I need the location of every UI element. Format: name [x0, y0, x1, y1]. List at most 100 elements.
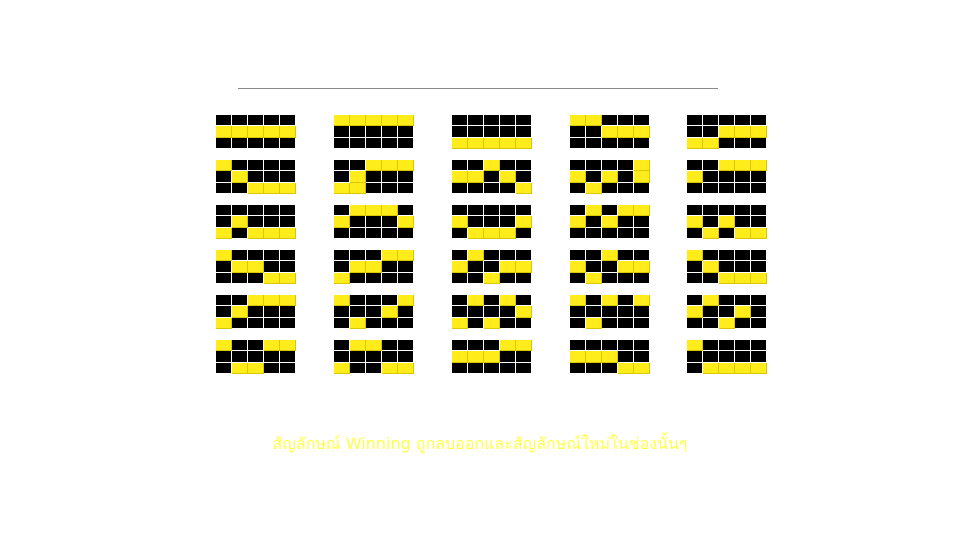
pattern-cell: [216, 115, 232, 127]
payline-pattern-15: [687, 205, 767, 239]
pattern-cell: [570, 261, 586, 273]
pattern-cell: [216, 137, 232, 149]
pattern-cell: [366, 272, 382, 284]
payline-pattern-13: [452, 205, 532, 239]
pattern-cell: [468, 160, 484, 172]
pattern-cell: [264, 182, 280, 194]
pattern-cell: [570, 216, 586, 228]
pattern-cell: [618, 126, 634, 138]
pattern-cell: [366, 115, 382, 127]
pattern-cell: [382, 250, 398, 262]
pattern-cell: [216, 351, 232, 363]
pattern-cell: [634, 182, 650, 194]
payline-pattern-26: [216, 340, 296, 374]
pattern-cell: [735, 317, 751, 329]
pattern-cell: [703, 160, 719, 172]
pattern-cell: [618, 295, 634, 307]
pattern-cell: [618, 272, 634, 284]
pattern-cell: [751, 227, 767, 239]
pattern-cell: [703, 205, 719, 217]
pattern-cell: [634, 115, 650, 127]
pattern-cell: [216, 317, 232, 329]
pattern-cell: [516, 272, 532, 284]
pattern-cell: [703, 351, 719, 363]
pattern-cell: [468, 216, 484, 228]
pattern-cell: [719, 295, 735, 307]
pattern-cell: [602, 182, 618, 194]
pattern-cell: [751, 182, 767, 194]
pattern-cell: [751, 216, 767, 228]
pattern-cell: [350, 340, 366, 352]
pattern-cell: [350, 115, 366, 127]
pattern-cell: [703, 295, 719, 307]
pattern-cell: [382, 340, 398, 352]
pattern-cell: [687, 340, 703, 352]
payline-pattern-1: [216, 115, 296, 149]
pattern-cell: [280, 340, 296, 352]
payline-pattern-18: [452, 250, 532, 284]
pattern-cell: [586, 295, 602, 307]
pattern-cell: [751, 137, 767, 149]
pattern-cell: [735, 272, 751, 284]
pattern-cell: [735, 216, 751, 228]
pattern-cell: [382, 182, 398, 194]
pattern-cell: [468, 115, 484, 127]
pattern-cell: [452, 227, 468, 239]
pattern-cell: [452, 351, 468, 363]
pattern-cell: [216, 205, 232, 217]
pattern-cell: [719, 160, 735, 172]
pattern-cell: [248, 137, 264, 149]
payline-pattern-28: [452, 340, 532, 374]
pattern-cell: [602, 205, 618, 217]
pattern-cell: [500, 317, 516, 329]
pattern-cell: [687, 351, 703, 363]
pattern-cell: [264, 216, 280, 228]
pattern-cell: [280, 362, 296, 374]
pattern-cell: [452, 261, 468, 273]
pattern-cell: [618, 171, 634, 183]
pattern-cell: [350, 250, 366, 262]
pattern-cell: [484, 227, 500, 239]
pattern-cell: [500, 137, 516, 149]
pattern-cell: [703, 137, 719, 149]
pattern-cell: [216, 362, 232, 374]
payline-pattern-30: [687, 340, 767, 374]
pattern-cell: [500, 227, 516, 239]
pattern-cell: [398, 126, 414, 138]
pattern-cell: [618, 340, 634, 352]
pattern-cell: [382, 295, 398, 307]
pattern-cell: [232, 160, 248, 172]
pattern-cell: [719, 362, 735, 374]
pattern-cell: [264, 306, 280, 318]
pattern-cell: [500, 182, 516, 194]
pattern-cell: [634, 351, 650, 363]
pattern-cell: [484, 137, 500, 149]
payline-pattern-4: [570, 115, 650, 149]
pattern-cell: [751, 160, 767, 172]
pattern-cell: [232, 272, 248, 284]
pattern-cell: [634, 340, 650, 352]
pattern-cell: [703, 317, 719, 329]
pattern-cell: [687, 171, 703, 183]
pattern-cell: [248, 171, 264, 183]
pattern-cell: [382, 137, 398, 149]
payline-pattern-21: [216, 295, 296, 329]
pattern-cell: [500, 295, 516, 307]
pattern-cell: [232, 171, 248, 183]
pattern-cell: [484, 115, 500, 127]
pattern-cell: [735, 160, 751, 172]
pattern-cell: [516, 126, 532, 138]
pattern-cell: [334, 160, 350, 172]
pattern-cell: [452, 160, 468, 172]
pattern-cell: [687, 362, 703, 374]
pattern-cell: [366, 205, 382, 217]
pattern-cell: [516, 205, 532, 217]
pattern-cell: [382, 351, 398, 363]
pattern-cell: [334, 205, 350, 217]
pattern-cell: [602, 115, 618, 127]
pattern-cell: [398, 182, 414, 194]
pattern-cell: [398, 362, 414, 374]
pattern-cell: [687, 216, 703, 228]
pattern-cell: [586, 340, 602, 352]
pattern-cell: [719, 306, 735, 318]
